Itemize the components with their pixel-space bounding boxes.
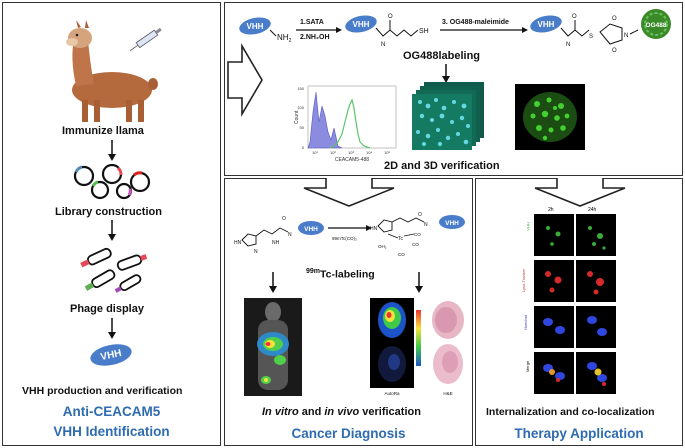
step-phage-display: Phage display bbox=[70, 303, 144, 315]
tc-labeling-label: 99mTc-labeling bbox=[306, 268, 375, 281]
svg-text:CO: CO bbox=[412, 242, 419, 247]
svg-text:10¹: 10¹ bbox=[312, 150, 318, 155]
svg-text:OH₂: OH₂ bbox=[378, 244, 387, 249]
svg-text:CEACAM5-488: CEACAM5-488 bbox=[335, 157, 369, 163]
svg-text:N: N bbox=[424, 222, 428, 228]
svg-text:VHH: VHH bbox=[304, 226, 318, 233]
svg-text:0: 0 bbox=[302, 145, 305, 150]
svg-text:HN: HN bbox=[234, 240, 242, 246]
tc-labeling-scheme: HN N NH O N VHH 99mTc(CO)₃ HN O N Tc CO … bbox=[234, 212, 465, 257]
colocalization-microscopy-grid bbox=[534, 214, 616, 394]
row-label-vhh: VHH bbox=[525, 222, 531, 231]
autoradiography-image: AutoRa bbox=[370, 298, 421, 396]
og488-labeling-label: OG488labeling bbox=[403, 50, 481, 62]
svg-text:10⁵: 10⁵ bbox=[384, 150, 390, 155]
right-panel-title: Therapy Application bbox=[514, 426, 644, 441]
tc-labeling-text: Tc-labeling bbox=[320, 268, 375, 281]
col-label-24h: 24h bbox=[588, 207, 597, 213]
svg-text:AutoRa: AutoRa bbox=[384, 391, 400, 396]
vhh-label-3: VHH bbox=[538, 20, 555, 29]
arrow-down-outline-icon bbox=[534, 178, 626, 207]
verification-text: verification bbox=[362, 406, 421, 418]
spect-ct-image bbox=[244, 298, 302, 396]
step-vhh-production: VHH production and verification bbox=[22, 385, 183, 397]
svg-text:N: N bbox=[624, 33, 628, 39]
svg-text:HN: HN bbox=[370, 226, 378, 232]
svg-text:N: N bbox=[254, 249, 258, 255]
verification-2d-3d-label: 2D and 3D verification bbox=[384, 160, 500, 172]
arrow-down-icon bbox=[415, 272, 423, 293]
plasmid-library-icon bbox=[73, 164, 151, 200]
middle-panel-title: Cancer Diagnosis bbox=[291, 426, 406, 441]
llama-illustration bbox=[66, 20, 162, 122]
flow-histogram: Count 0 50 100 150 10¹ 10² 10³ 10⁴ 10⁵ C… bbox=[294, 85, 397, 163]
svg-text:VHH: VHH bbox=[445, 220, 459, 227]
svg-text:O: O bbox=[612, 48, 617, 54]
tc-reagent: 99mTc(CO)₃ bbox=[332, 236, 357, 241]
vhh-label-1: VHH bbox=[247, 22, 264, 31]
top-panel bbox=[224, 2, 683, 176]
svg-text:150: 150 bbox=[297, 86, 304, 91]
svg-text:10³: 10³ bbox=[348, 150, 354, 155]
arrow-right-outline-icon bbox=[227, 43, 263, 117]
og488-badge-icon: OG488 bbox=[641, 9, 671, 39]
svg-text:O: O bbox=[388, 14, 393, 20]
internalization-caption: Internalization and co-localization bbox=[486, 406, 655, 418]
svg-text:NH: NH bbox=[272, 240, 280, 246]
arrow-down-icon bbox=[269, 272, 277, 293]
sh-group: SH bbox=[419, 28, 429, 35]
vhh-label-2: VHH bbox=[353, 20, 370, 29]
tc-isotope-superscript: 99m bbox=[306, 268, 321, 275]
left-panel-title-line1: Anti-CEACAM5 bbox=[62, 404, 161, 419]
svg-text:O: O bbox=[282, 216, 286, 222]
row-label-merge: Merge bbox=[525, 360, 531, 373]
phage-icon bbox=[80, 247, 148, 293]
step-immunize-llama: Immunize llama bbox=[62, 125, 144, 137]
col-label-2h: 2h bbox=[548, 207, 554, 213]
svg-text:Tc: Tc bbox=[398, 236, 404, 242]
left-panel-title-line2: VHH Identification bbox=[53, 424, 170, 439]
svg-text:50: 50 bbox=[300, 125, 305, 130]
svg-text:O: O bbox=[418, 212, 422, 218]
svg-text:S: S bbox=[589, 34, 593, 40]
svg-text:N: N bbox=[381, 42, 385, 48]
svg-text:NH2: NH2 bbox=[277, 33, 292, 44]
arrow-down-icon bbox=[108, 220, 116, 241]
left-panel bbox=[2, 2, 221, 446]
svg-text:O: O bbox=[612, 16, 617, 22]
svg-text:N: N bbox=[288, 232, 292, 238]
syringe-icon bbox=[129, 27, 162, 52]
arrow-down-icon bbox=[108, 140, 116, 161]
arrow-down-outline-icon bbox=[303, 178, 395, 207]
row-label-lyso: Lyso-Tracker bbox=[521, 268, 527, 293]
he-stain-image: H&E bbox=[432, 301, 464, 396]
row-label-hoechst: Hoechst bbox=[522, 315, 528, 330]
spheroid-fluorescence-image bbox=[515, 84, 585, 150]
arrow-down-icon bbox=[442, 64, 450, 83]
in-vivo-text: in vivo bbox=[324, 406, 360, 418]
svg-text:10⁴: 10⁴ bbox=[366, 150, 372, 155]
step-library-construction: Library construction bbox=[55, 206, 162, 218]
vhh-label: VHH bbox=[99, 347, 123, 363]
svg-text:O: O bbox=[572, 14, 577, 20]
in-vitro-in-vivo-verification-label: In vitro and in vivo verification bbox=[262, 406, 421, 418]
svg-text:CO: CO bbox=[414, 232, 421, 237]
svg-text:OG488: OG488 bbox=[646, 22, 667, 29]
and-text: and bbox=[301, 406, 322, 418]
svg-text:Count: Count bbox=[294, 110, 300, 124]
arrow-down-icon bbox=[108, 318, 116, 339]
stacked-confocal-image bbox=[412, 82, 484, 150]
reagent-og488-maleimide: 3. OG488-maleimide bbox=[442, 19, 509, 26]
svg-text:CO: CO bbox=[398, 252, 405, 257]
reagent-sata: 1.SATA bbox=[300, 19, 324, 26]
in-vitro-text: In vitro bbox=[262, 406, 299, 418]
svg-text:N: N bbox=[566, 42, 570, 48]
svg-text:H&E: H&E bbox=[443, 391, 452, 396]
og488-labeling-scheme: VHH NH2 1.SATA 2.NH₂OH VHH N O SH 3. OG4… bbox=[239, 9, 671, 54]
svg-text:100: 100 bbox=[297, 105, 304, 110]
svg-text:10²: 10² bbox=[330, 150, 336, 155]
reagent-nh2oh: 2.NH₂OH bbox=[300, 34, 330, 41]
